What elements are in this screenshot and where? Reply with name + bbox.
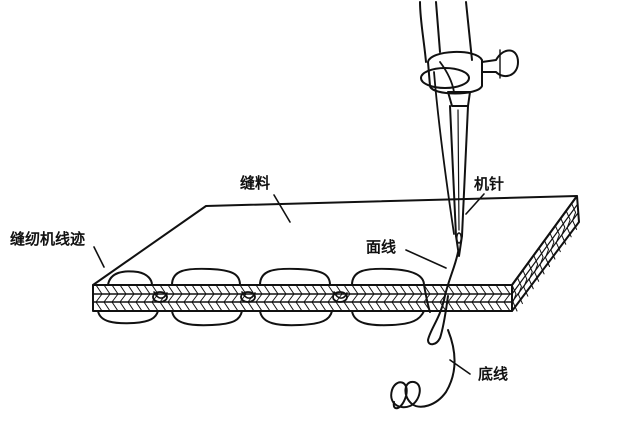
stitch-trace [97,267,425,327]
label-fabric: 缝料 [240,174,270,192]
label-needle: 机针 [474,175,504,193]
label-upper-thread: 面线 [366,238,396,256]
lower-thread-leader [449,359,471,375]
label-lower-thread: 底线 [478,365,508,383]
label-stitch-trace: 缝纫机线迹 [10,230,85,248]
needle-leader [465,193,485,215]
needle [419,1,519,257]
upper-thread [423,251,459,346]
upper-thread-leader [405,249,447,269]
fabric-leader [273,194,291,223]
lower-thread [390,329,456,410]
stitch-trace-leader [93,246,105,268]
leader-lines [93,193,485,375]
